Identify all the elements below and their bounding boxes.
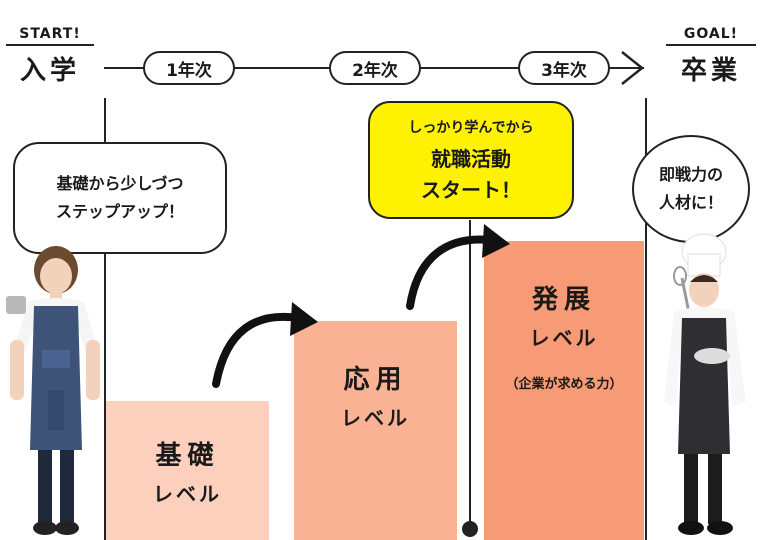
- goal-marker: GOAL! 卒業: [666, 26, 756, 87]
- curved-arrow-icon: [406, 224, 510, 310]
- left-speech-bubble: 基礎から少しづつ ステップアップ！: [13, 142, 227, 254]
- basic-level-block: 基礎 レベル: [106, 401, 269, 540]
- student-photo: [6, 246, 100, 535]
- year-2-pill: 2年次: [329, 51, 421, 85]
- center-bubble-line-2: 就職活動: [431, 147, 511, 171]
- applied-level-sub: レベル: [341, 406, 410, 430]
- advanced-level-sub: レベル: [529, 326, 599, 350]
- goal-divider: [645, 98, 647, 540]
- start-divider: [104, 98, 106, 540]
- goal-label: 卒業: [680, 56, 741, 86]
- left-bubble-line-2: ステップアップ！: [55, 202, 184, 221]
- start-label: 入学: [19, 56, 80, 86]
- curved-arrow-icon: [212, 302, 318, 388]
- arrow-right-icon: [621, 51, 644, 85]
- advanced-level-block: 発展 レベル （企業が求める力）: [484, 241, 644, 540]
- job-hunt-start-dot: [462, 521, 478, 537]
- advanced-level-note: （企業が求める力）: [505, 377, 623, 392]
- job-hunt-start-line: [469, 220, 471, 528]
- start-marker: START! 入学: [6, 26, 94, 87]
- start-tag: START!: [6, 26, 94, 46]
- basic-level-title: 基礎: [155, 440, 220, 471]
- center-bubble-line-1: しっかり学んでから: [408, 120, 534, 136]
- right-bubble-line-1: 即戦力の: [658, 165, 723, 184]
- applied-level-block: 応用 レベル: [294, 321, 457, 540]
- center-speech-bubble: しっかり学んでから 就職活動 スタート！: [368, 101, 574, 219]
- applied-level-title: 応用: [343, 365, 408, 395]
- advanced-level-title: 発展: [531, 285, 596, 315]
- year-3-pill: 3年次: [518, 51, 610, 85]
- center-bubble-line-3: スタート！: [421, 178, 521, 202]
- goal-tag: GOAL!: [666, 26, 756, 46]
- left-bubble-line-1: 基礎から少しづつ: [56, 174, 184, 193]
- right-bubble-line-2: 人材に！: [658, 193, 723, 212]
- basic-level-sub: レベル: [153, 481, 222, 506]
- year-1-pill: 1年次: [143, 51, 235, 85]
- chef-photo: [664, 233, 746, 535]
